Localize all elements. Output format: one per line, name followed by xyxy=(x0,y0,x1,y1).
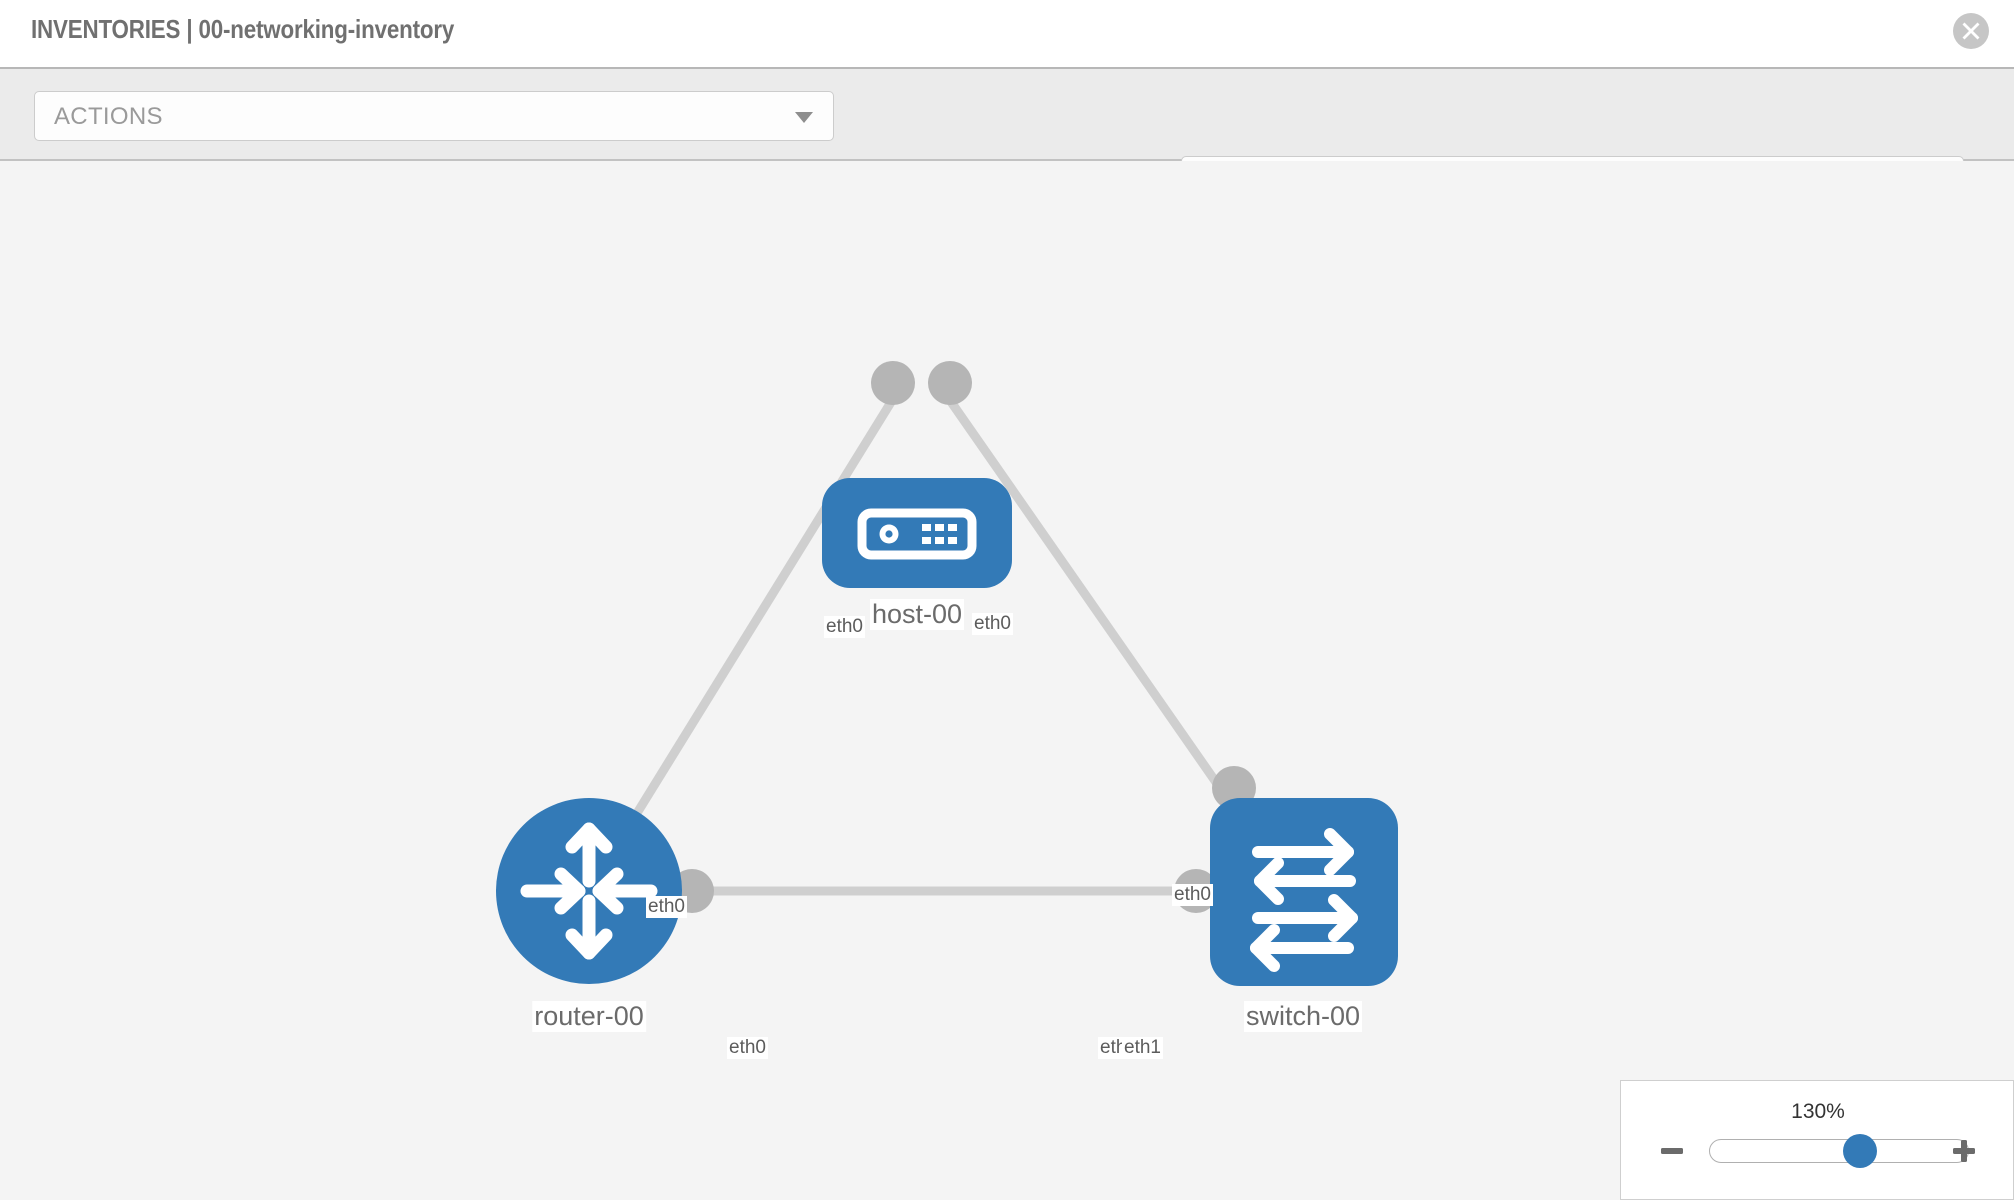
actions-dropdown-label: ACTIONS xyxy=(54,103,163,130)
server-icon xyxy=(857,508,977,560)
link-host-switch xyxy=(936,383,1247,824)
router-arrows-icon xyxy=(520,822,658,960)
node-label-switch-00: switch-00 xyxy=(1243,1001,1363,1032)
minus-icon[interactable] xyxy=(1659,1138,1685,1169)
node-switch-00 xyxy=(1210,798,1398,986)
chevron-down-icon xyxy=(795,112,813,123)
node-label-router-00: router-00 xyxy=(532,1001,646,1032)
port-label-host-right: eth0 xyxy=(972,613,1013,635)
toolbar: ACTIONS SEARCH xyxy=(0,69,2014,207)
node-host-00 xyxy=(822,478,1012,588)
zoom-control-panel: 130% xyxy=(1620,1080,2014,1200)
close-icon[interactable] xyxy=(1953,13,1989,49)
zoom-slider-thumb[interactable] xyxy=(1842,1134,1877,1168)
zoom-slider[interactable] xyxy=(1709,1134,1969,1168)
port-label-router-uplink: eth0 xyxy=(646,896,687,918)
link-host-router xyxy=(596,383,905,876)
page-header: INVENTORIES | 00-networking-inventory xyxy=(0,0,2014,69)
port-label-switch-eth1: eth1 xyxy=(1122,1037,1163,1059)
port-label-router-eth0: eth0 xyxy=(727,1037,768,1059)
plus-icon[interactable] xyxy=(1951,1138,1977,1169)
node-router-00 xyxy=(496,798,682,984)
page-title: INVENTORIES | 00-networking-inventory xyxy=(31,14,455,44)
actions-dropdown[interactable]: ACTIONS xyxy=(34,91,834,141)
port-layer xyxy=(670,361,1256,913)
port-host-right xyxy=(928,361,972,405)
topology-canvas[interactable]: host-00 router-00 switch-00 eth0 eth0 et… xyxy=(0,161,2014,1200)
node-label-host-00: host-00 xyxy=(869,599,965,630)
zoom-level-value: 130% xyxy=(1791,1100,1845,1123)
port-label-host-left: eth0 xyxy=(824,616,865,638)
topology-graph xyxy=(496,361,1398,986)
link-layer xyxy=(596,383,1247,896)
port-host-left xyxy=(871,361,915,405)
switch-arrows-icon xyxy=(1250,828,1358,972)
port-label-switch-uplink: eth0 xyxy=(1172,884,1213,906)
